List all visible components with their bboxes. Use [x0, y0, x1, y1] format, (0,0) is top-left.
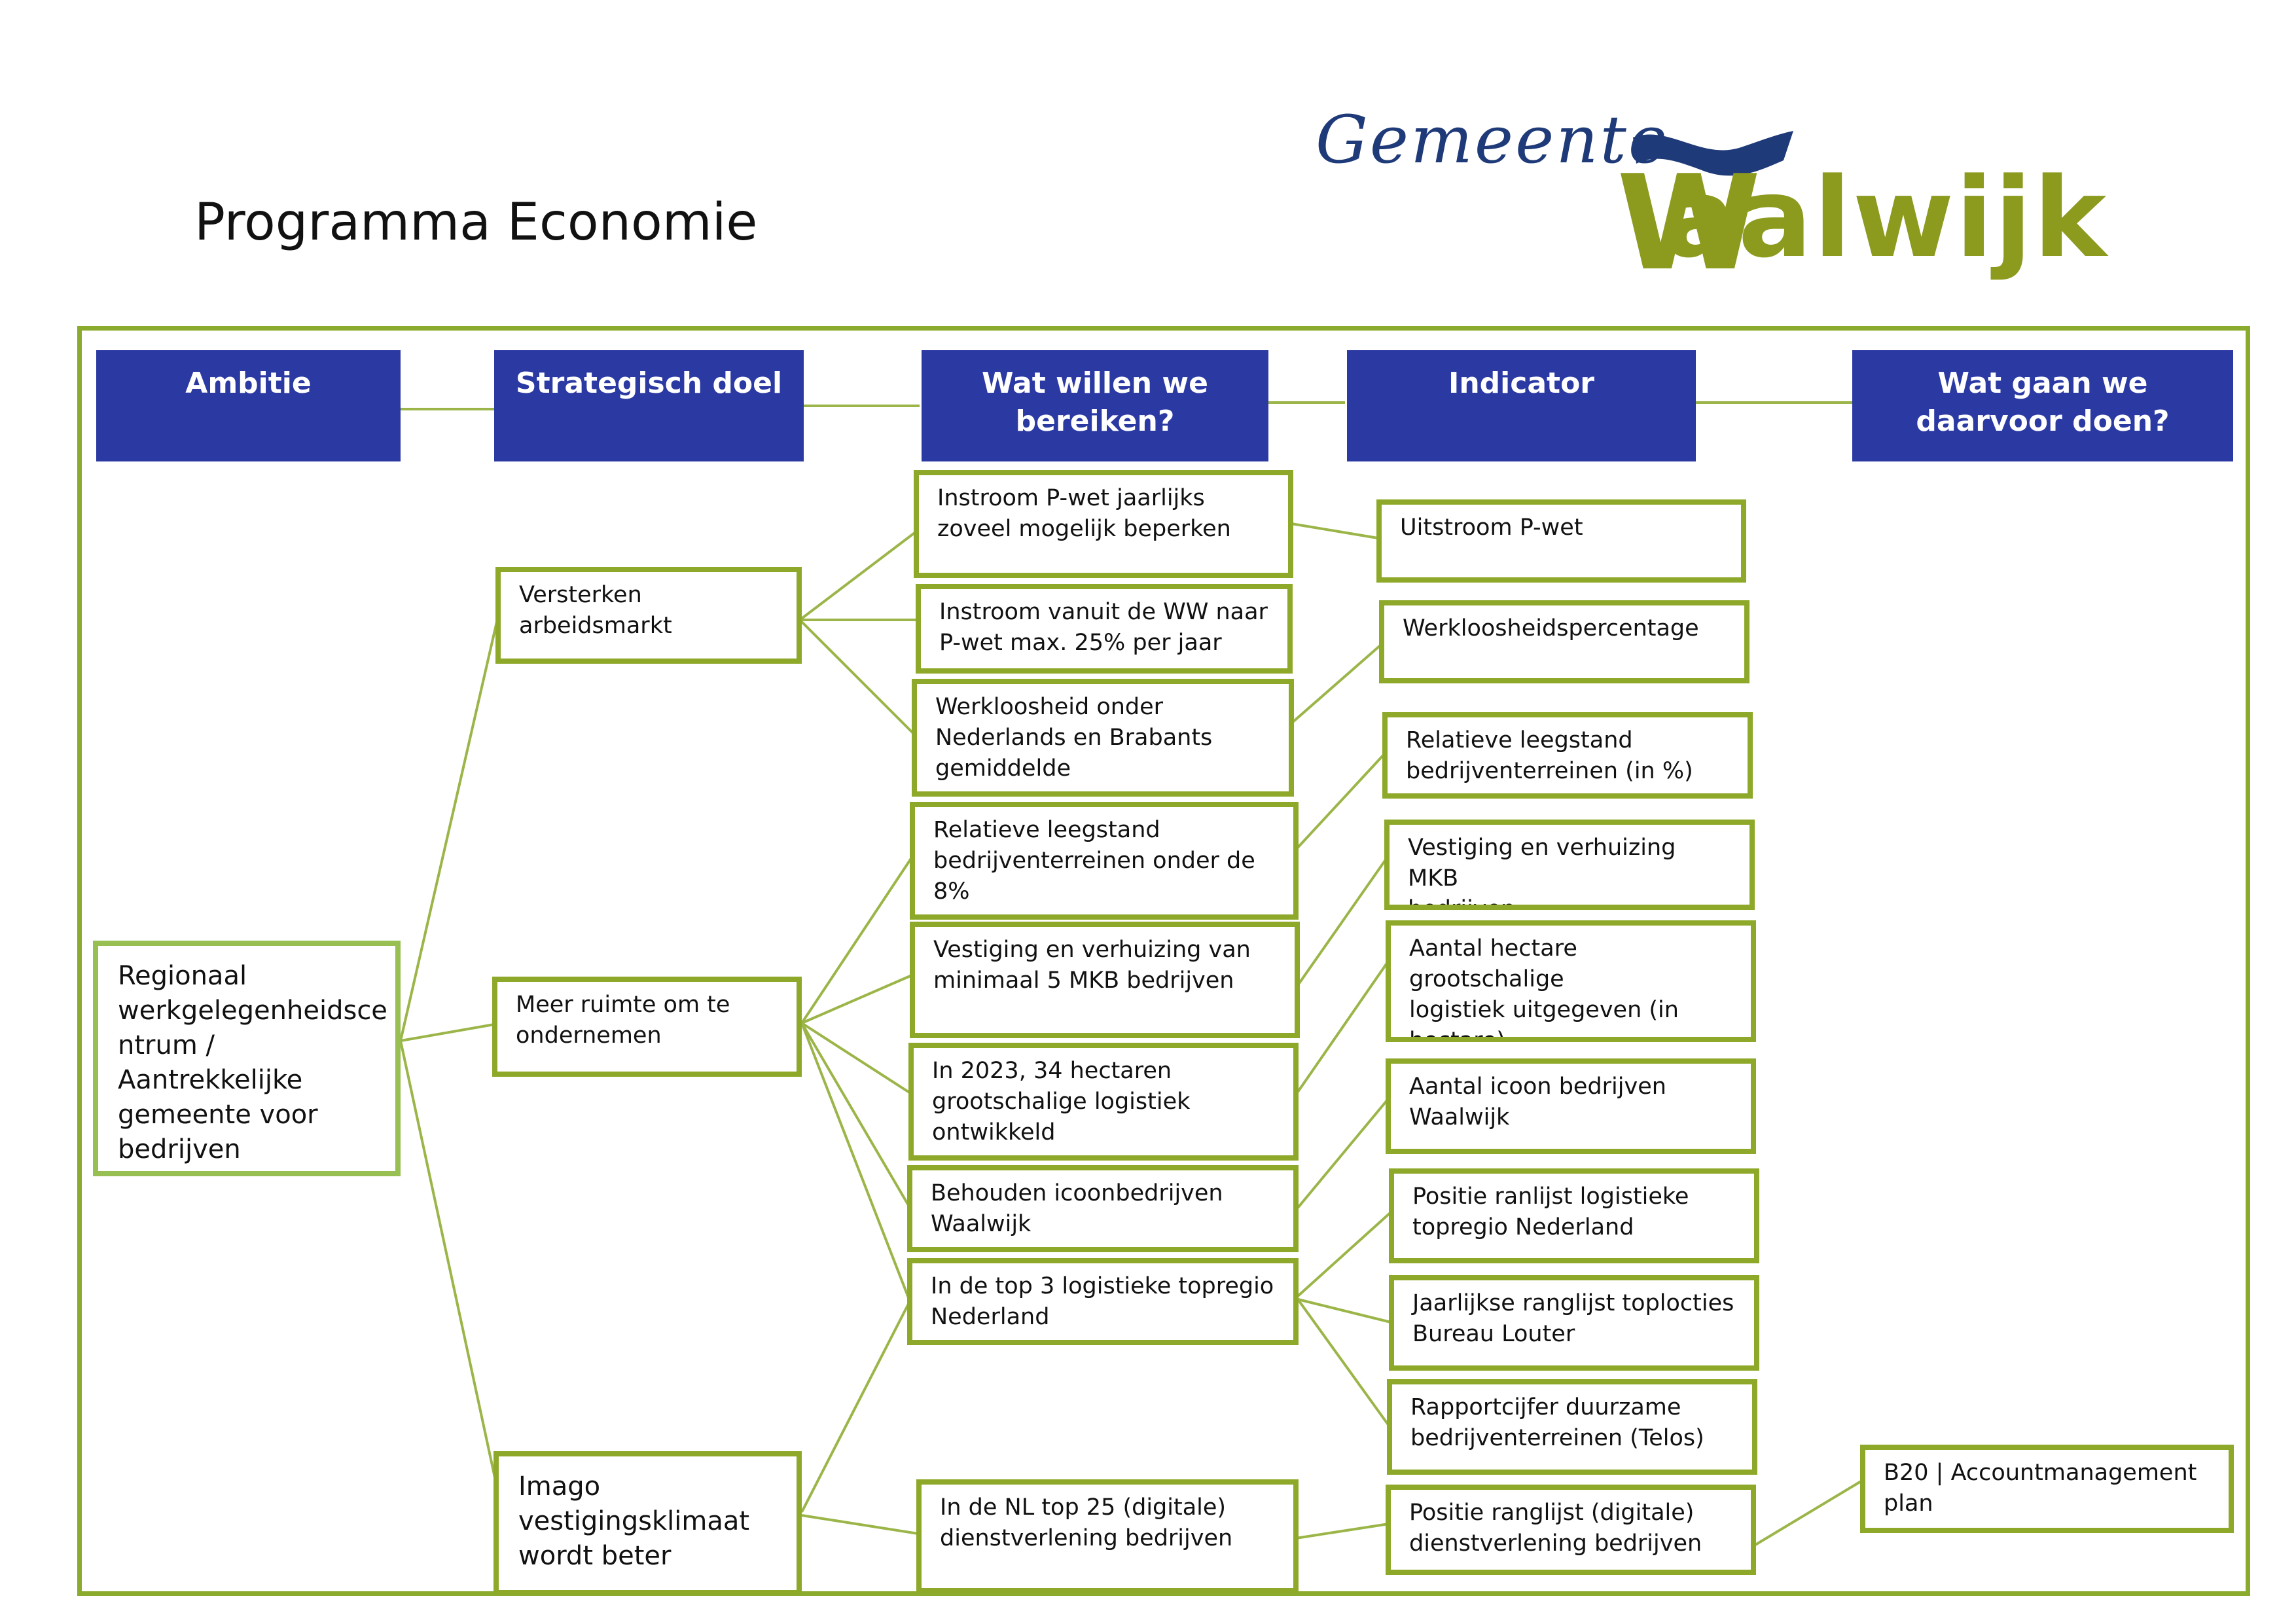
diagram-frame [77, 326, 2250, 1596]
indicator-ranglijst-bureau-louter: Jaarlijkse ranglijst toplocties Bureau L… [1389, 1275, 1759, 1371]
indicator-connector [1297, 961, 1389, 1093]
indicator-connector [1295, 1523, 1390, 1540]
header-wat-gaan-we-doen: Wat gaan we daarvoor doen? [1852, 350, 2233, 461]
indicator-relatieve-leegstand: Relatieve leegstand bedrijventerreinen (… [1382, 712, 1753, 799]
header-strategisch-doel: Strategisch doel [494, 350, 804, 461]
indicator-positie-ranlijst-logistiek: Positie ranlijst logistieke topregio Ned… [1389, 1168, 1759, 1263]
header-indicator: Indicator [1347, 350, 1696, 461]
doel-connector [798, 619, 914, 734]
indicator-connector [1297, 1298, 1391, 1324]
indicator-uitstroom-pwet: Uitstroom P-wet [1376, 499, 1746, 583]
bereiken-werkloosheid: Werkloosheid onder Nederlands en Brabant… [912, 679, 1294, 797]
bereiken-hectaren-logistiek: In 2023, 34 hectaren grootschalige logis… [908, 1043, 1299, 1161]
doel-imago: Imago vestigingsklimaat wordt beter [493, 1451, 802, 1595]
bereiken-top25-dienstverlening: In de NL top 25 (digitale) dienstverleni… [916, 1479, 1299, 1593]
indicator-connector [1297, 1098, 1389, 1209]
doel-connector [801, 974, 912, 1024]
ambitie-connector [399, 1040, 500, 1496]
ambitie-connector [399, 613, 500, 1041]
header-wat-willen-we-bereiken: Wat willen we bereiken? [922, 350, 1268, 461]
logo-waalwijk-text: aalwijk [1662, 154, 2108, 282]
indicator-connector [1293, 753, 1386, 852]
indicator-connector [1297, 1211, 1392, 1297]
indicator-hectare-logistiek: Aantal hectare grootschalige logistiek u… [1386, 920, 1756, 1042]
actie-b20-accountmanagement: B20 | Accountmanagement plan [1860, 1445, 2234, 1533]
bereiken-instroom-ww: Instroom vanuit de WW naar P-wet max. 25… [916, 584, 1293, 674]
doel-connector [798, 530, 918, 621]
ambitie-connector [400, 1023, 495, 1042]
actie-connector [1754, 1479, 1863, 1546]
ambitie-box: Regionaal werkgelegenheidsce ntrum / Aan… [93, 941, 401, 1176]
indicator-werkloosheidspercentage: Werkloosheidspercentage [1379, 600, 1749, 683]
header-ambitie: Ambitie [96, 350, 401, 461]
doel-connector [800, 1022, 910, 1300]
indicator-connector [1290, 643, 1382, 725]
page-title: Programma Economie [194, 193, 758, 252]
bereiken-vestiging-mkb: Vestiging en verhuizing van minimaal 5 M… [910, 922, 1300, 1038]
logo-gemeente-text: Gemeente [1316, 101, 1670, 178]
indicator-connector [1297, 1298, 1390, 1427]
logo-wave-icon [1633, 131, 1793, 176]
indicator-rapportcijfer-telos: Rapportcijfer duurzame bedrijventerreine… [1387, 1379, 1757, 1475]
doel-connector [800, 1022, 910, 1208]
doel-connector [800, 1022, 912, 1094]
logo-w-letter: W [1617, 147, 1761, 300]
indicator-connector [1297, 857, 1388, 986]
indicator-icoon-bedrijven: Aantal icoon bedrijven Waalwijk [1386, 1058, 1756, 1154]
indicator-positie-dienstverlening: Positie ranglijst (digitale) dienstverle… [1386, 1485, 1756, 1575]
indicator-vestiging-mkb: Vestiging en verhuizing MKB bedrijven [1384, 820, 1755, 910]
doel-versterken-arbeidsmarkt: Versterken arbeidsmarkt [495, 567, 802, 664]
bereiken-icoonbedrijven: Behouden icoonbedrijven Waalwijk [907, 1165, 1299, 1252]
doel-meer-ruimte: Meer ruimte om te ondernemen [492, 977, 802, 1077]
doel-connector [801, 1514, 919, 1535]
doel-connector [800, 1302, 910, 1513]
bereiken-top3-logistiek: In de top 3 logistieke topregio Nederlan… [907, 1258, 1299, 1345]
bereiken-relatieve-leegstand: Relatieve leegstand bedrijventerreinen o… [910, 802, 1299, 920]
doel-connector [800, 856, 913, 1024]
bereiken-instroom-pwet: Instroom P-wet jaarlijks zoveel mogelijk… [914, 470, 1293, 578]
indicator-connector [1291, 522, 1378, 539]
